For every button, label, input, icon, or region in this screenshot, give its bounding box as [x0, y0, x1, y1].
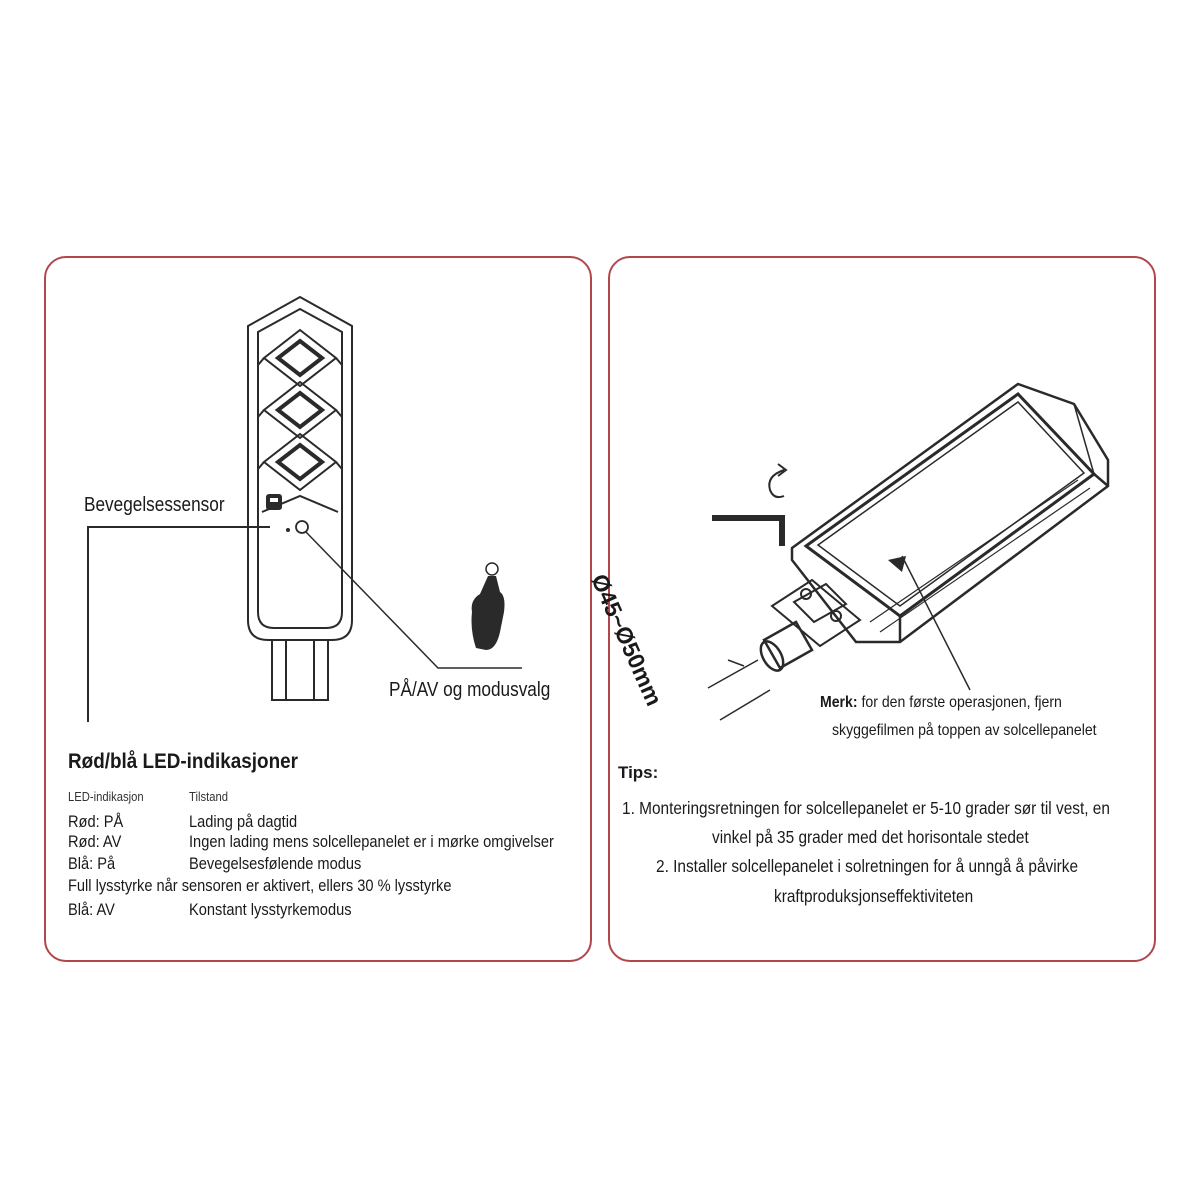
table-row-note: Full lysstyrke når sensoren er aktivert,…	[68, 876, 452, 895]
hand-press-icon	[471, 562, 505, 650]
note-text-1: for den første operasjonen, fjern	[861, 694, 1062, 711]
mount-bracket	[770, 578, 862, 648]
motion-sensor-label: Bevegelsessensor	[84, 494, 225, 516]
mounting-pole	[762, 620, 814, 670]
tip-line: kraftproduksjonseffektiviteten	[774, 886, 974, 906]
table-header-indication: LED-indikasjon	[68, 790, 144, 804]
table-row-state: Ingen lading mens solcellepanelet er i m…	[189, 832, 554, 851]
tip-line: vinkel på 35 grader med det horisontale …	[712, 827, 1029, 847]
rotate-arrow-icon	[768, 469, 785, 499]
led-module-1	[262, 328, 338, 388]
lamp-body-outline	[247, 295, 353, 641]
switch-leader-line	[305, 531, 522, 669]
led-module-2	[262, 380, 338, 440]
pole-mount	[271, 639, 329, 701]
table-header-state: Tilstand	[189, 790, 228, 804]
led-module-3	[262, 432, 338, 492]
tips-heading: Tips:	[618, 763, 659, 782]
allen-key-icon	[712, 515, 785, 546]
tip-line: 2. Installer solcellepanelet i solretnin…	[656, 856, 1079, 876]
table-row-indication: Blå: AV	[68, 900, 115, 919]
installation-panel	[608, 256, 1156, 962]
note-line-1: Merk: for den første operasjonen, fjern	[820, 694, 1062, 712]
note-line-2: skyggefilmen på toppen av solcellepanele…	[832, 722, 1097, 739]
table-row-state: Bevegelsesfølende modus	[189, 854, 362, 873]
table-row-indication: Rød: AV	[68, 832, 122, 851]
power-mode-label: PÅ/AV og modusvalg	[389, 679, 551, 701]
tip-line: 1. Monteringsretningen for solcellepanel…	[622, 798, 1110, 818]
note-leader-line	[901, 555, 971, 691]
table-row-indication: Blå: På	[68, 854, 116, 873]
sensor-leader-line	[87, 526, 270, 722]
note-bold-label: Merk:	[820, 694, 858, 711]
table-row-state: Lading på dagtid	[189, 812, 298, 831]
table-row-indication: Rød: PÅ	[68, 812, 124, 831]
power-switch-icon	[295, 520, 309, 534]
table-row-state: Konstant lysstyrkemodus	[189, 900, 352, 919]
led-heading: Rød/blå LED-indikasjoner	[68, 750, 298, 773]
